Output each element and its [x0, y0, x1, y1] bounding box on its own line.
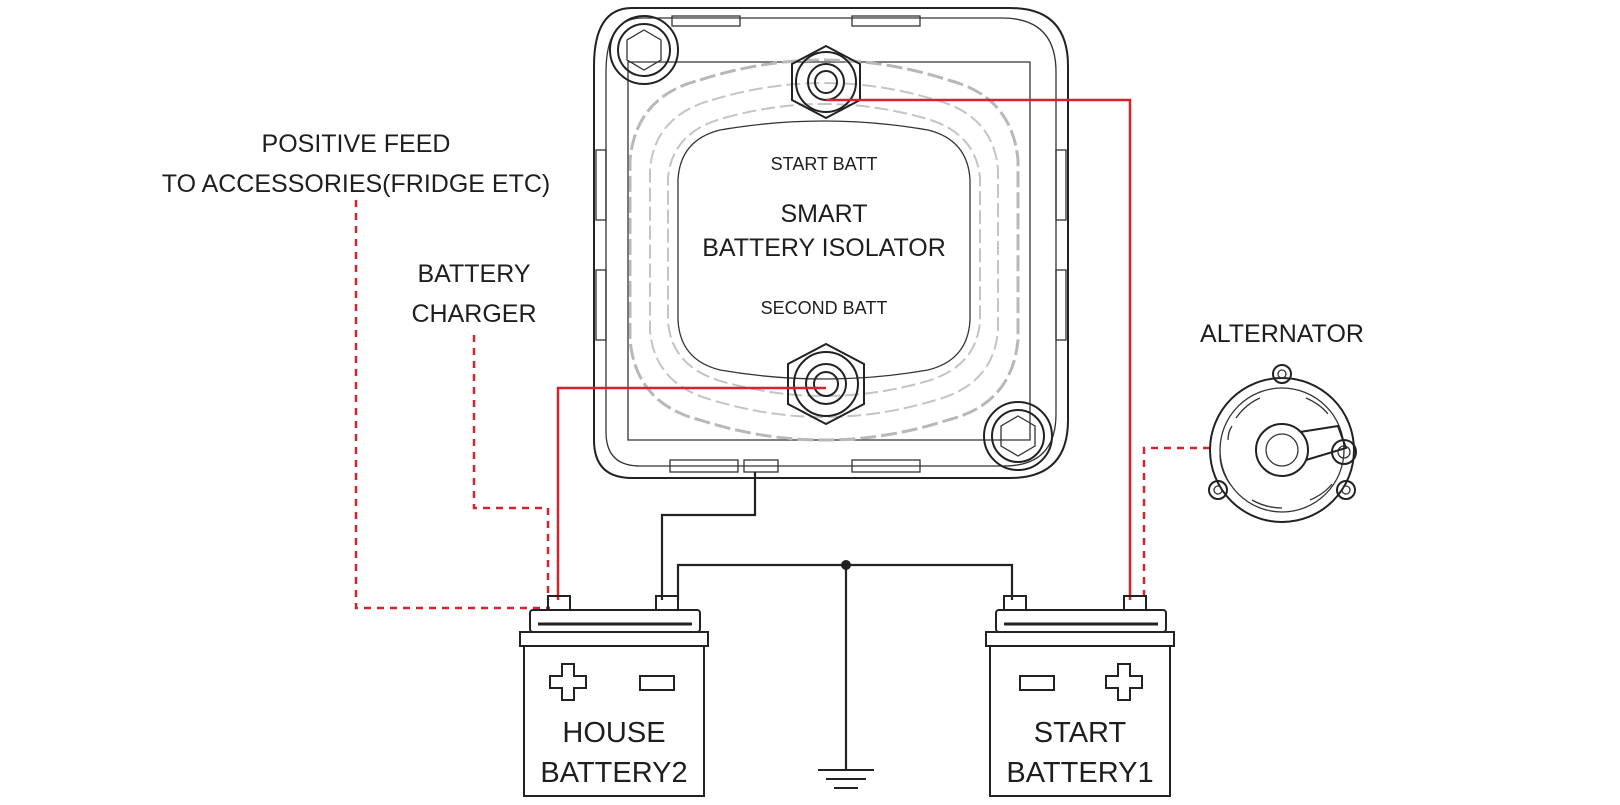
ground-icon [818, 769, 874, 789]
junction-dot [841, 560, 851, 570]
terminal-top-label: START BATT [771, 154, 878, 174]
start-battery-label-line1: START [1034, 717, 1127, 749]
minus-icon [1019, 675, 1055, 691]
mounting-bolt-top-left [609, 15, 679, 85]
terminal-start-batt [791, 44, 861, 120]
nut-icon [791, 44, 861, 120]
start-battery-label-line2: BATTERY1 [1006, 757, 1153, 789]
house-battery-label-line2: BATTERY2 [540, 757, 687, 789]
house-battery-label-line1: HOUSE [562, 717, 665, 749]
positive-feed-label-line1: POSITIVE FEED [262, 130, 451, 158]
battery-charger-label-line2: CHARGER [411, 300, 536, 328]
wire-battery-charger [472, 335, 550, 600]
mounting-bolt-bottom-right [983, 401, 1053, 471]
alternator-icon [1208, 364, 1357, 523]
start-battery: START BATTERY1 [985, 595, 1175, 797]
plus-icon [1105, 663, 1143, 701]
house-battery: HOUSE BATTERY2 [519, 595, 709, 797]
wire-start-batt-positive [826, 98, 1132, 600]
battery-charger-label-line1: BATTERY [418, 260, 531, 288]
nut-icon [787, 342, 865, 426]
wire-alternator [1142, 446, 1210, 600]
isolator-title-line1: SMART [780, 200, 867, 228]
terminal-second-batt [787, 342, 865, 426]
isolator-housing [593, 7, 1069, 479]
terminal-bottom-label: SECOND BATT [761, 298, 888, 318]
wire-positive-feed-accessories [354, 200, 550, 610]
alternator-label: ALTERNATOR [1200, 320, 1364, 348]
wire-second-batt-positive [556, 386, 826, 600]
wire-isolator-ground [660, 472, 757, 600]
minus-icon [639, 675, 675, 691]
positive-feed-label-line2: TO ACCESSORIES(FRIDGE ETC) [162, 170, 550, 198]
plus-icon [549, 663, 587, 701]
isolator-title-line2: BATTERY ISOLATOR [702, 234, 946, 262]
